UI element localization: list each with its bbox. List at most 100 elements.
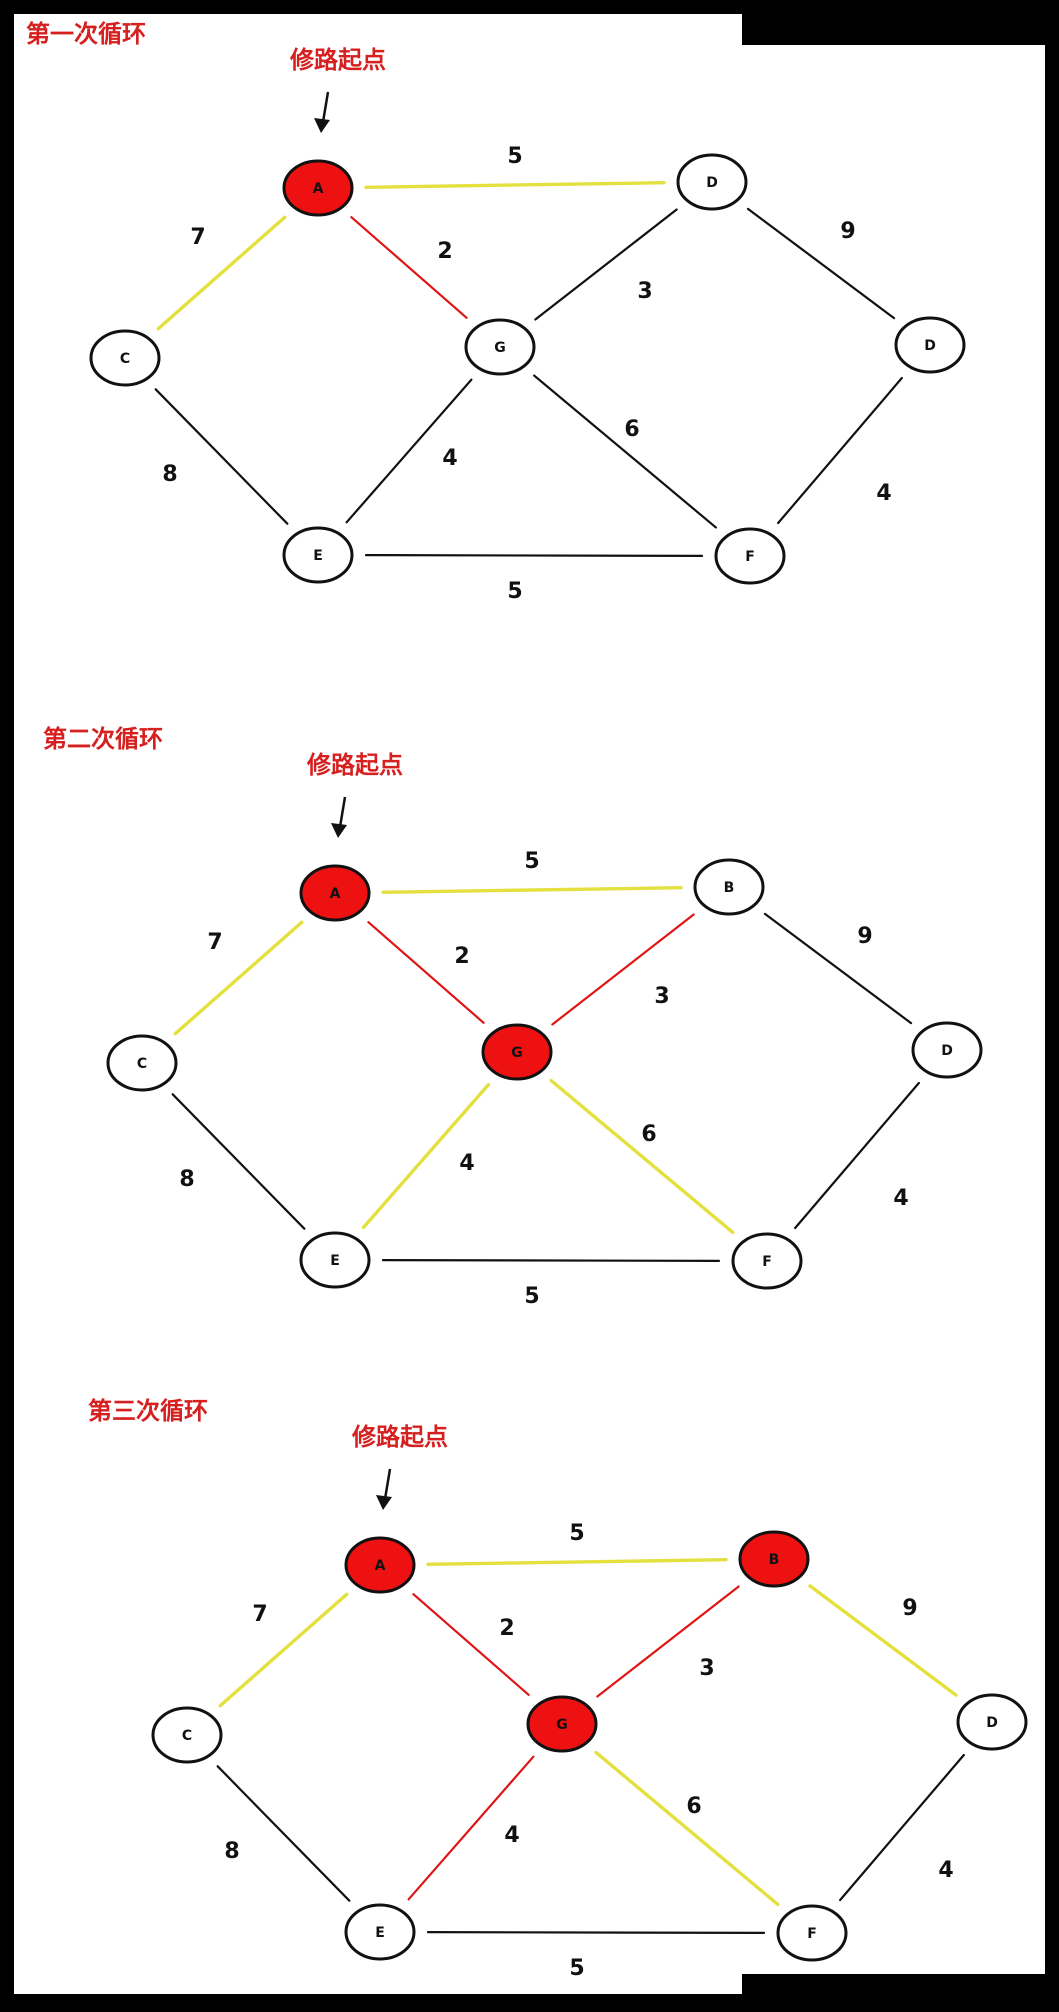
node-b: B <box>693 858 765 916</box>
edge-a-g <box>350 216 468 319</box>
node-g: G <box>481 1023 553 1081</box>
node-e: E <box>299 1231 371 1289</box>
node-circle <box>693 858 765 916</box>
edge-weight-d1-g: 3 <box>637 279 652 304</box>
edge-weight-d-f: 4 <box>938 1858 953 1883</box>
panel-title: 第二次循环 <box>43 724 163 753</box>
node-circle <box>151 1706 223 1764</box>
node-label: F <box>745 549 755 565</box>
node-label: F <box>762 1254 772 1270</box>
paper-sheet <box>14 14 1045 1994</box>
node-g: G <box>464 318 536 376</box>
edge-weight-g-f: 6 <box>686 1794 701 1819</box>
node-circle <box>526 1695 598 1753</box>
edge-weight-a-d1: 5 <box>507 144 522 169</box>
edge-weight-d1-d2: 9 <box>840 219 855 244</box>
node-label: E <box>375 1925 385 1941</box>
node-label: C <box>120 351 130 367</box>
edge-weight-g-e: 4 <box>459 1151 474 1176</box>
edge-weight-b-d: 9 <box>857 924 872 949</box>
edge-g-f <box>549 1078 735 1235</box>
node-label: G <box>556 1717 568 1733</box>
node-label: D <box>986 1715 998 1731</box>
node-circle <box>911 1021 983 1079</box>
node-c: C <box>89 329 161 387</box>
node-circle <box>481 1023 553 1081</box>
node-circle <box>464 318 536 376</box>
node-a: A <box>299 864 371 922</box>
edge-weight-a-g: 2 <box>454 944 469 969</box>
edge-d1-d2 <box>746 207 896 320</box>
edge-weight-g-f: 6 <box>641 1122 656 1147</box>
node-f: F <box>714 527 786 585</box>
edge-e-f <box>364 554 704 557</box>
edge-a-g <box>367 921 485 1024</box>
edge-d1-g <box>534 208 678 321</box>
start-arrow <box>376 1468 392 1510</box>
edge-a-d1 <box>364 181 666 189</box>
edge-weight-b-g: 3 <box>699 1656 714 1681</box>
node-label: D <box>941 1043 953 1059</box>
node-label: D <box>924 338 936 354</box>
start-label: 修路起点 <box>306 750 403 779</box>
start-arrow <box>331 796 347 838</box>
node-e: E <box>344 1903 416 1961</box>
panel-title: 第一次循环 <box>26 19 146 48</box>
edge-weight-a-g: 2 <box>437 239 452 264</box>
edge-weight-e-f: 5 <box>507 579 522 604</box>
edge-g-f <box>594 1750 780 1907</box>
edge-a-c <box>218 1592 349 1708</box>
node-c: C <box>151 1706 223 1764</box>
node-circle <box>299 1231 371 1289</box>
edge-weight-a-g: 2 <box>499 1616 514 1641</box>
node-circle <box>282 159 354 217</box>
edge-b-d <box>763 912 913 1025</box>
node-e: E <box>282 526 354 584</box>
edge-weight-a-c: 7 <box>252 1602 267 1627</box>
edge-weight-a-b: 5 <box>569 1521 584 1546</box>
node-f: F <box>776 1904 848 1962</box>
edge-e-f <box>381 1259 721 1262</box>
node-circle <box>956 1693 1028 1751</box>
node-f: F <box>731 1232 803 1290</box>
node-circle <box>676 153 748 211</box>
start-label: 修路起点 <box>289 45 386 74</box>
edge-c-e <box>154 388 289 525</box>
edge-weight-c-e: 8 <box>162 462 177 487</box>
edge-weight-g-e: 4 <box>442 446 457 471</box>
edge-g-f <box>533 374 717 529</box>
node-circle <box>738 1530 810 1588</box>
edge-a-c <box>173 920 304 1036</box>
edge-b-g <box>551 913 695 1026</box>
edge-d-f <box>794 1081 920 1230</box>
edge-c-e <box>216 1765 351 1902</box>
node-circle <box>299 864 371 922</box>
node-d: D <box>956 1693 1028 1751</box>
node-label: F <box>807 1926 817 1942</box>
edge-g-e <box>361 1083 491 1229</box>
edge-weight-b-d: 9 <box>902 1596 917 1621</box>
node-label: E <box>330 1253 340 1269</box>
node-circle <box>894 316 966 374</box>
edge-weight-a-c: 7 <box>207 930 222 955</box>
node-circle <box>344 1903 416 1961</box>
edge-g-e <box>345 378 473 524</box>
node-label: A <box>330 886 341 902</box>
edge-d-f <box>839 1753 965 1902</box>
node-d: D <box>911 1021 983 1079</box>
node-circle <box>731 1232 803 1290</box>
node-b: B <box>738 1530 810 1588</box>
edge-weight-g-f: 6 <box>624 417 639 442</box>
edge-weight-e-f: 5 <box>524 1284 539 1309</box>
node-circle <box>89 329 161 387</box>
edge-a-b <box>426 1558 728 1566</box>
edge-weight-b-g: 3 <box>654 984 669 1009</box>
